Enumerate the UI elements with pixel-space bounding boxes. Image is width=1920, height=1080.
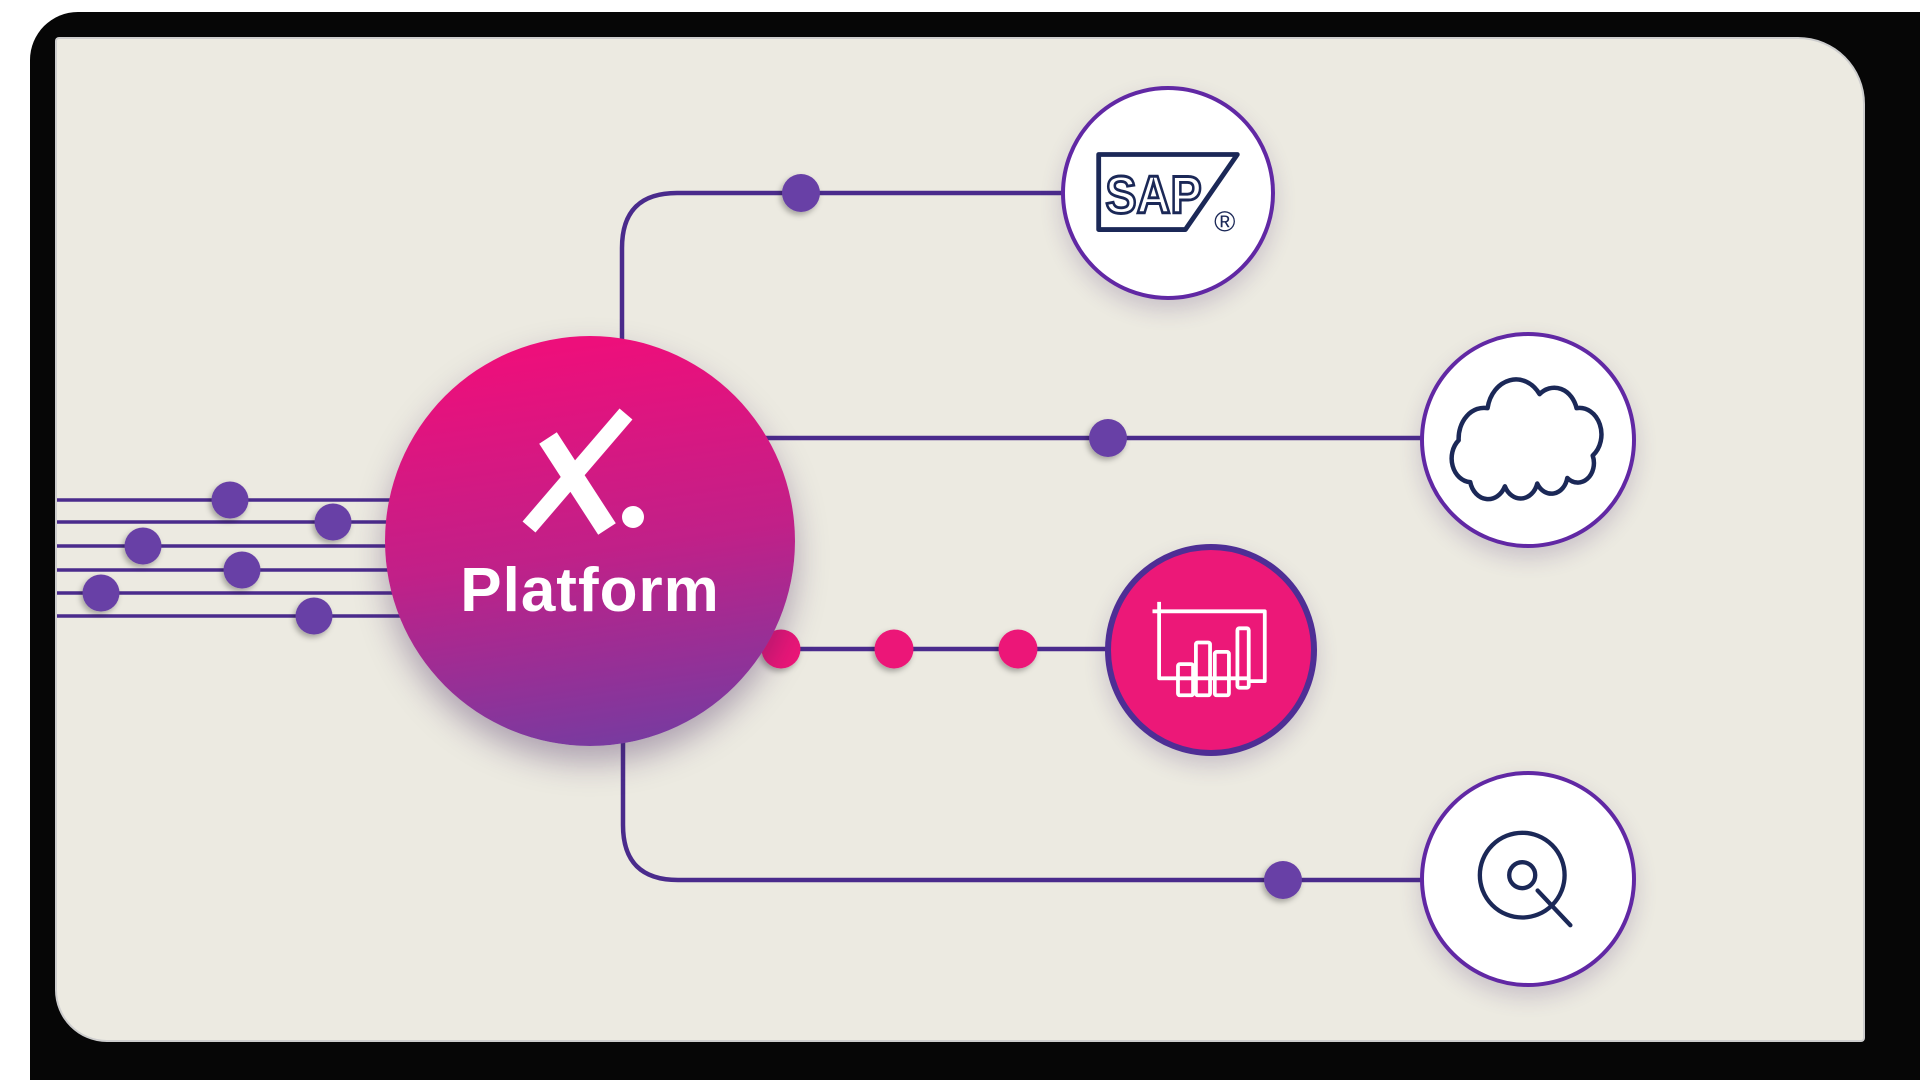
canvas-card: SAP ® [57, 39, 1863, 1040]
note-dots [82, 481, 352, 635]
registered-trademark: ® [1214, 207, 1235, 239]
note-dot [223, 551, 261, 589]
note-dot [211, 481, 249, 519]
platform-circle: Platform [385, 336, 795, 746]
bar-chart-icon [1152, 601, 1267, 698]
note-dot [82, 574, 120, 612]
note-dot [295, 597, 333, 635]
note-dot [124, 527, 162, 565]
search-disc-icon [1477, 830, 1573, 928]
connector-dots [761, 174, 1302, 899]
connector-line-search [620, 719, 1423, 883]
connector-dot-pink [998, 629, 1038, 669]
connector-dot [782, 174, 820, 212]
x-logo-icon [522, 408, 644, 535]
node-circle-analytics [1105, 544, 1317, 756]
cloud-icon [1424, 336, 1632, 544]
node-circle-cloud [1420, 332, 1636, 548]
note-dot [314, 503, 352, 541]
connector-dot [1089, 419, 1127, 457]
node-circle-search [1420, 771, 1636, 987]
platform-label: Platform [460, 556, 720, 625]
node-circle-sap: SAP ® [1061, 86, 1275, 300]
sap-logo-icon: SAP ® [1096, 152, 1240, 239]
connector-line-sap [619, 190, 1065, 369]
connector-dot-pink [761, 629, 801, 669]
connector-dot [1264, 861, 1302, 899]
connector-dot-pink [874, 629, 914, 669]
connector-wires [57, 174, 1423, 899]
sap-wordmark: SAP [1105, 166, 1201, 225]
